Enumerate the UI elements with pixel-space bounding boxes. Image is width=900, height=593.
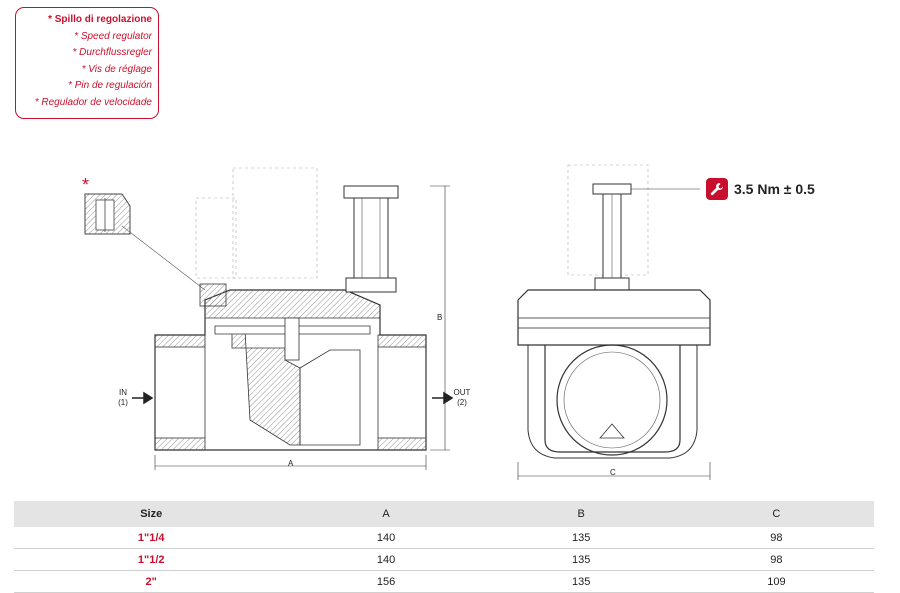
table-cell: 135 [483, 548, 679, 571]
table-cell: 156 [288, 570, 484, 593]
table-cell: 140 [288, 548, 484, 571]
table-cell: 98 [678, 527, 874, 549]
port-in-name: IN [119, 388, 127, 397]
dimension-b-label: B [437, 313, 443, 322]
table-row: 2" 156 135 109 [14, 570, 874, 593]
table-cell: 109 [678, 570, 874, 593]
dimension-c-label: C [610, 468, 616, 477]
port-out-name: OUT [453, 388, 471, 397]
table-cell: 140 [288, 527, 484, 549]
table-header-row: Size A B C [14, 501, 874, 527]
table-row: 1"1/2 140 135 98 [14, 548, 874, 571]
table-header: C [678, 501, 874, 527]
dimension-a-label: A [288, 459, 294, 468]
legend-line: * Vis de réglage [81, 63, 152, 75]
detail-view [84, 193, 206, 291]
torque-annotation: 3.5 Nm ± 0.5 [706, 177, 815, 201]
dimension-table: Size A B C 1"1/4 140 135 98 1"1/2 140 13… [14, 501, 874, 593]
table-header: A [288, 501, 484, 527]
wrench-icon [706, 178, 728, 200]
legend-line: * Pin de regulación [68, 80, 152, 92]
legend-box: * Spillo di regolazione * Speed regulato… [15, 7, 159, 119]
table-header: B [483, 501, 679, 527]
valve-drawing: * [82, 164, 711, 480]
table-cell: 1"1/2 [14, 548, 289, 571]
front-view [517, 164, 711, 480]
section-view [132, 167, 454, 470]
detail-marker: * [82, 175, 89, 195]
legend-line: * Spillo di regolazione [48, 14, 152, 25]
table-cell: 98 [678, 548, 874, 571]
legend-line: * Regulador de velocidade [34, 96, 152, 108]
port-out-number: (2) [457, 398, 467, 407]
table-cell: 2" [14, 570, 289, 593]
torque-value: 3.5 Nm ± 0.5 [734, 181, 815, 197]
table-cell: 135 [483, 527, 679, 549]
table-row: 1"1/4 140 135 98 [14, 527, 874, 549]
table-cell: 135 [483, 570, 679, 593]
table-header: Size [14, 501, 289, 527]
port-out-label: OUT (2) [452, 388, 472, 408]
legend-line: * Durchflussregler [72, 47, 152, 59]
legend-line: * Speed regulator [74, 30, 152, 42]
table-cell: 1"1/4 [14, 527, 289, 549]
port-in-label: IN (1) [114, 388, 132, 408]
port-in-number: (1) [118, 398, 128, 407]
